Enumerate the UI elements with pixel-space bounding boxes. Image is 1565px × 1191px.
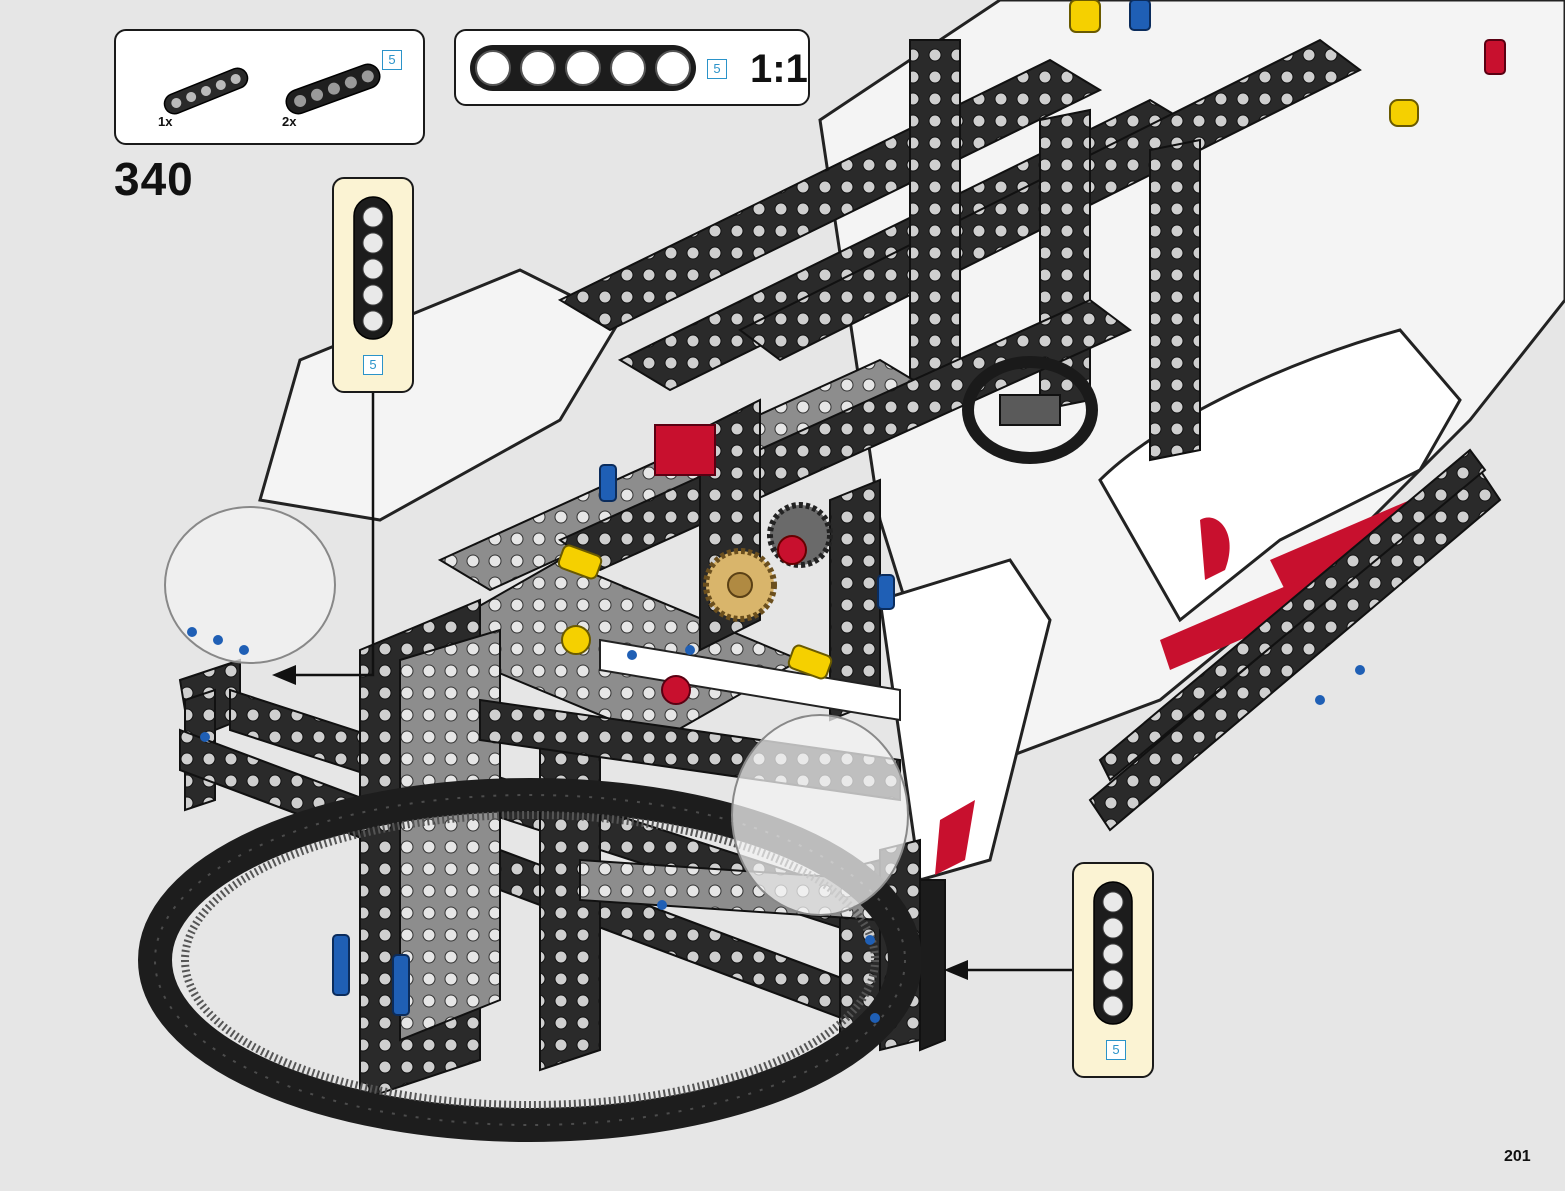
color-accents	[557, 0, 1506, 705]
callout-right-length-badge: 5	[1106, 1040, 1126, 1060]
callout-right: 5	[1072, 862, 1154, 1078]
beam-5-vertical-icon	[353, 196, 393, 340]
part-qty-2: 2x	[282, 114, 297, 129]
callout-left-length-badge: 5	[363, 355, 383, 375]
blue-pins	[187, 0, 1365, 1023]
page-number: 201	[1504, 1148, 1531, 1165]
scale-label: 1:1	[750, 47, 808, 91]
beam-5-icon	[163, 67, 249, 115]
scale-length-badge: 5	[707, 59, 727, 79]
turntable-ring	[138, 778, 922, 1142]
beam-5-icon	[285, 63, 381, 115]
headlights	[164, 506, 909, 916]
scale-panel: 5 1:1	[454, 29, 810, 106]
part-qty-1: 1x	[158, 114, 173, 129]
gears	[703, 502, 833, 622]
assembly-arrows	[272, 393, 1072, 980]
step-number: 340	[114, 153, 194, 205]
beam-5-scale-icon	[470, 45, 696, 91]
parts-panel: 1x 2x 5	[114, 29, 425, 145]
steering-wheel	[962, 356, 1098, 464]
right-side-beams	[1088, 448, 1502, 832]
callout-left: 5	[332, 177, 414, 393]
part-length-badge: 5	[382, 50, 402, 70]
beam-5-vertical-icon	[1093, 881, 1133, 1025]
